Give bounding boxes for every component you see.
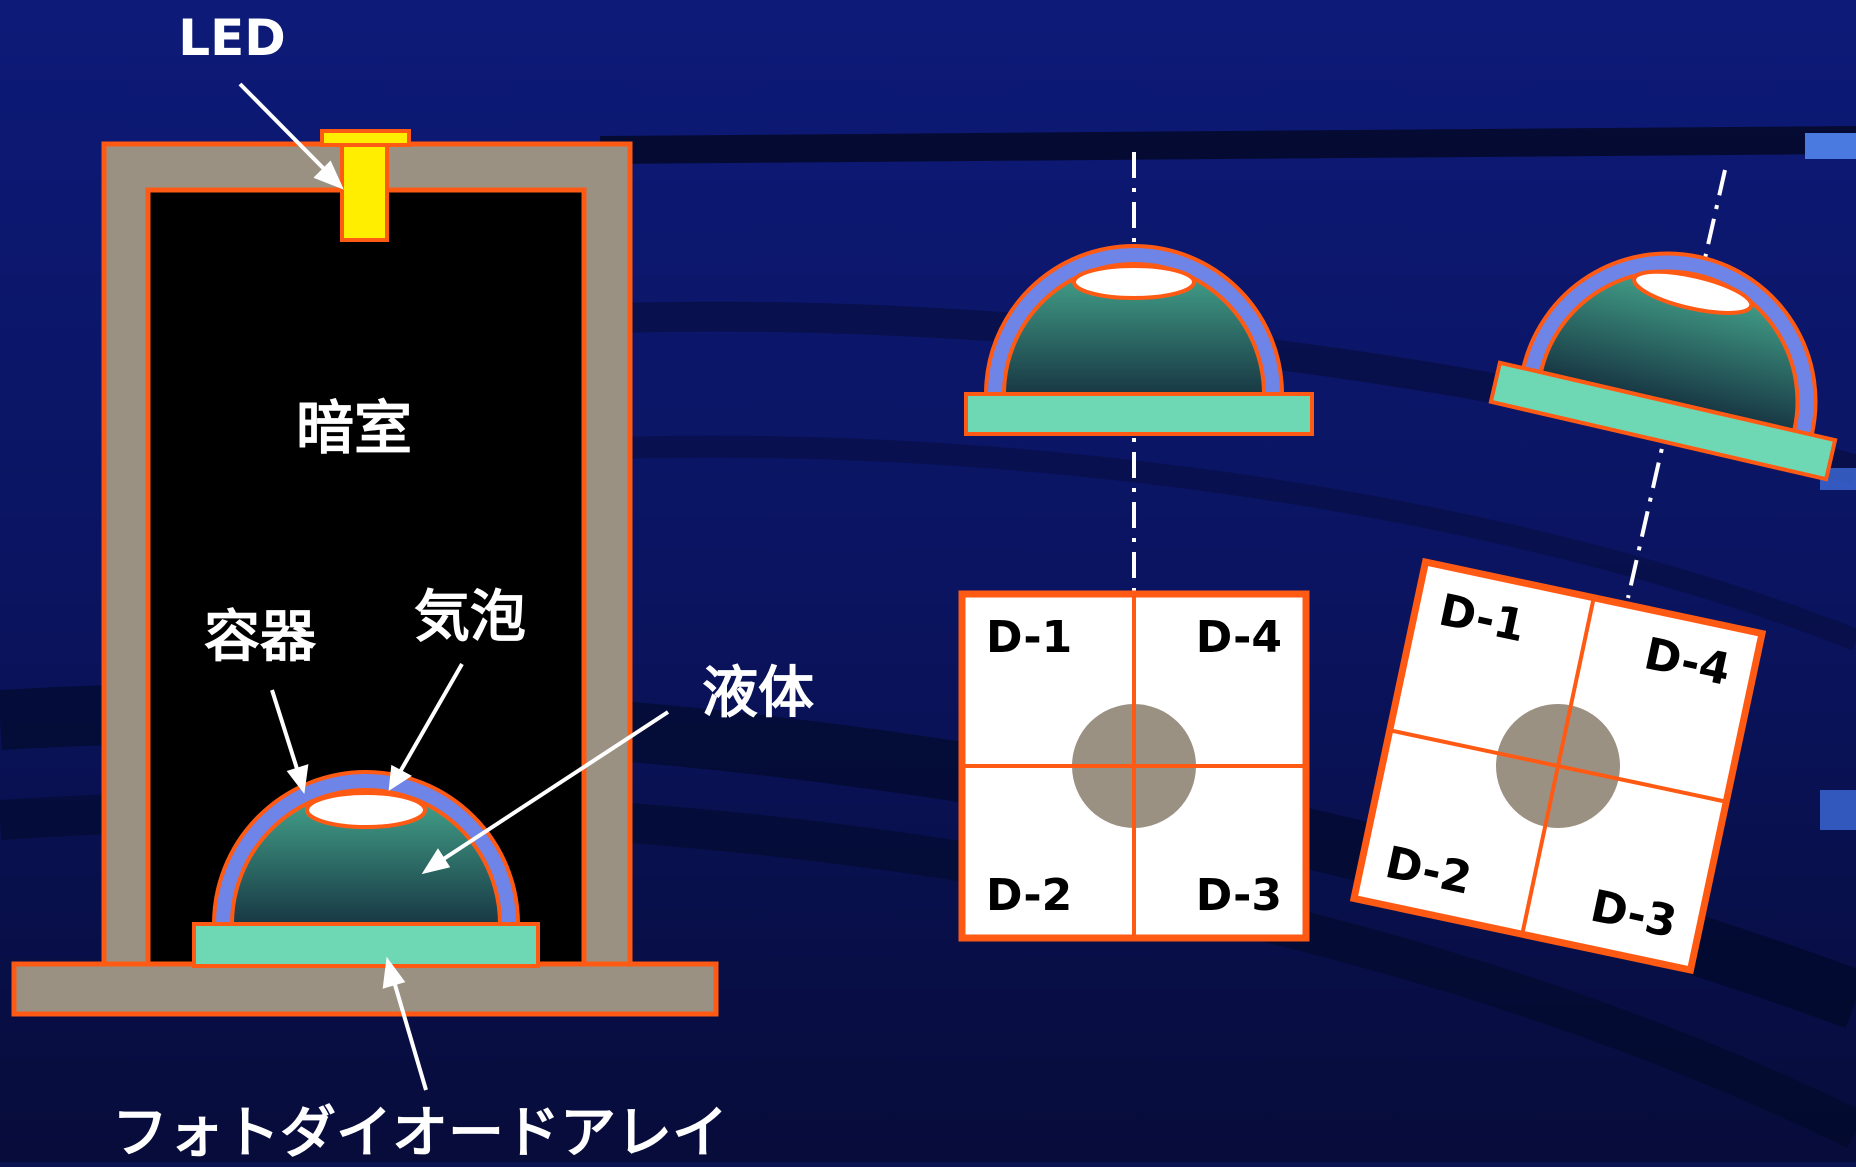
d4-label-level: D-4 [1196,612,1282,663]
bubble-left [305,791,427,829]
container-level [964,244,1314,436]
detector-level: D-1 D-4 D-2 D-3 [958,590,1310,942]
detector-tilted: D-1 D-4 D-2 D-3 [1349,557,1767,975]
dark-room-label: 暗室 [296,394,412,462]
photodiode-plate-left [192,922,540,968]
photodiode-array-label: フォトダイオードアレイ [112,1101,728,1162]
led-label: LED [178,9,286,67]
d2-label-level: D-2 [986,870,1072,921]
d1-label-level: D-1 [986,612,1072,663]
liquid-label: 液体 [702,661,814,726]
liquid-left [229,788,503,926]
led-source [320,129,411,242]
bubble-label: 気泡 [414,585,526,650]
container-tilted [1488,251,1838,482]
container-label: 容器 [204,605,317,670]
housing-base [11,961,719,1017]
d3-label-level: D-3 [1196,870,1282,921]
label-arrows [238,82,670,1091]
container-left [192,770,540,968]
